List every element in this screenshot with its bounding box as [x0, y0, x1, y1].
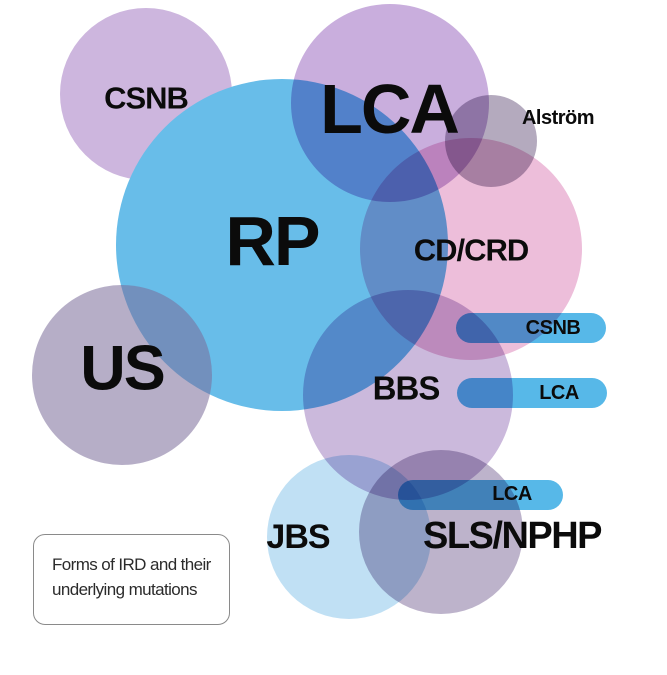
circle-us [32, 285, 212, 465]
label-bbs: BBS [372, 369, 441, 407]
label-lca: LCA [320, 70, 460, 148]
pill-lca-2 [398, 480, 563, 510]
label-rp: RP [225, 202, 320, 280]
label-pill-lca-2: LCA [492, 483, 532, 505]
label-us: US [80, 333, 166, 404]
circle-sls [359, 450, 523, 614]
caption-box: Forms of IRD and their underlying mutati… [33, 534, 230, 625]
label-sls: SLS/NPHP [422, 515, 603, 557]
pill-csnb [456, 313, 606, 343]
caption-text: Forms of IRD and their underlying mutati… [52, 552, 211, 602]
label-csnb: CSNB [104, 80, 189, 116]
label-pill-csnb: CSNB [525, 317, 581, 339]
label-alstrom: Alström [521, 107, 595, 129]
caption-line-1: Forms of IRD and their [52, 555, 211, 574]
label-cdcrd: CD/CRD [413, 232, 530, 268]
pill-lca-1 [457, 378, 607, 408]
caption-line-2: underlying mutations [52, 580, 197, 599]
label-pill-lca-1: LCA [539, 382, 579, 404]
label-jbs: JBS [266, 518, 330, 556]
